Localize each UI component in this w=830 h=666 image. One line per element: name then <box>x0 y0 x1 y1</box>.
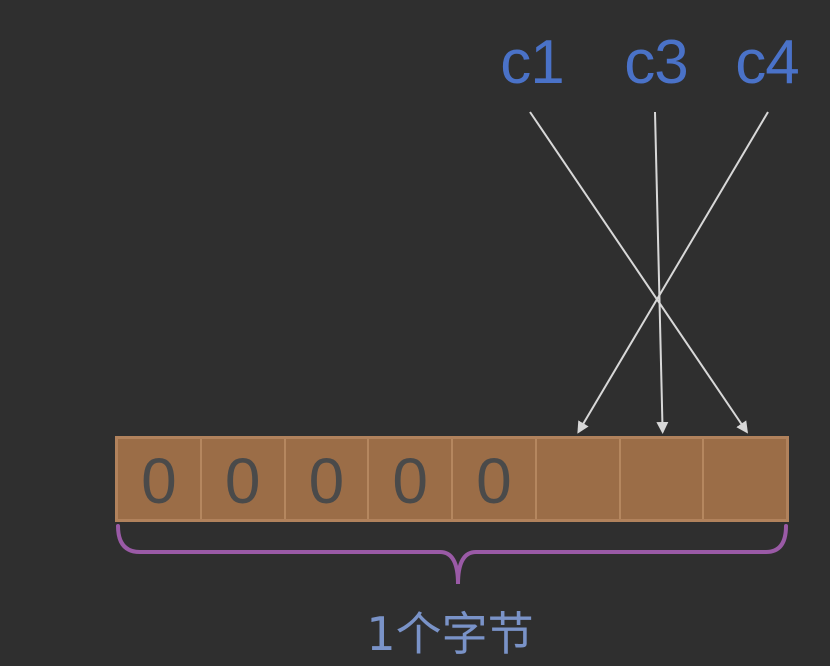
pointer-label-c1: c1 <box>500 28 564 97</box>
arrow-c4 <box>577 111 769 434</box>
bit-cell-5 <box>537 439 621 519</box>
bit-cell-4: 0 <box>453 439 537 519</box>
pointer-arrows <box>529 111 769 434</box>
bit-cell-0: 0 <box>118 439 202 519</box>
pointer-label-c4: c4 <box>735 28 799 97</box>
byte-caption: 1个字节 <box>366 607 534 661</box>
bit-cell-7 <box>704 439 786 519</box>
bit-cell-3: 0 <box>369 439 453 519</box>
bit-cell-2: 0 <box>286 439 370 519</box>
pointer-label-c3: c3 <box>624 28 688 97</box>
arrow-c1 <box>529 111 748 434</box>
bit-cell-1: 0 <box>202 439 286 519</box>
byte-row: 0 0 0 0 0 <box>115 436 789 522</box>
arrow-c3 <box>654 111 669 434</box>
byte-brace <box>116 524 788 585</box>
bit-cell-6 <box>621 439 705 519</box>
